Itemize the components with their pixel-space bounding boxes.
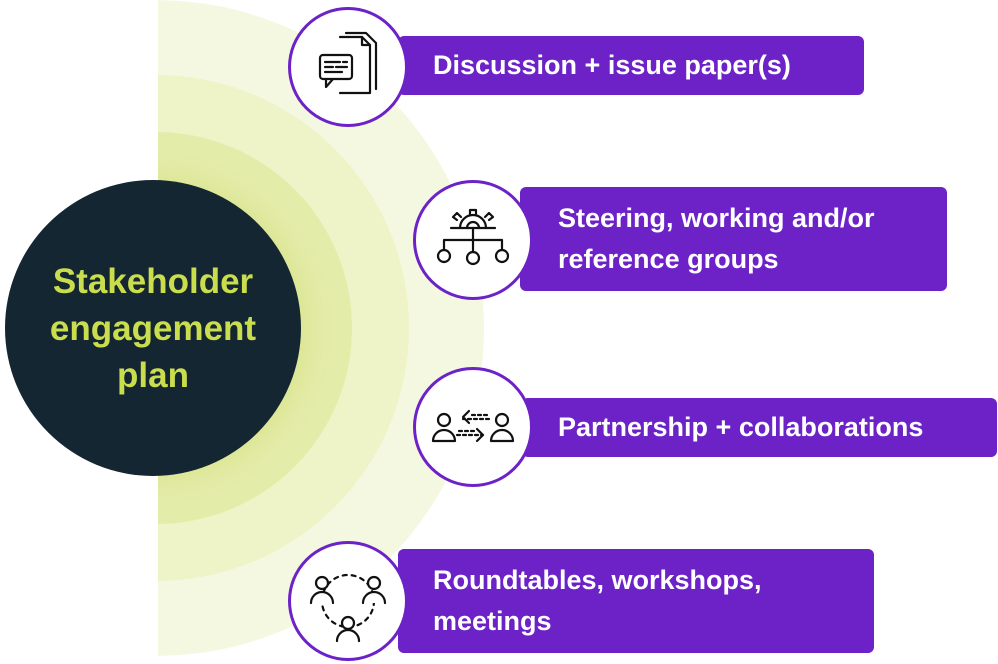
roundtable-people-icon	[309, 573, 387, 643]
item-label: Steering, working and/or reference group…	[558, 203, 875, 274]
discussion-paper-icon	[318, 31, 378, 95]
partnership-arrows-icon	[431, 409, 515, 443]
item-label: Discussion + issue paper(s)	[433, 50, 791, 80]
item-pill: Roundtables, workshops, meetings	[398, 549, 874, 653]
hub-title: Stakeholder engagement plan	[49, 261, 257, 395]
org-chart-gear-icon	[436, 208, 510, 266]
item-icon-circle	[413, 367, 533, 487]
item-icon-circle	[288, 541, 408, 661]
item-pill: Partnership + collaborations	[522, 398, 997, 457]
item-pill: Discussion + issue paper(s)	[398, 36, 864, 95]
item-label: Roundtables, workshops, meetings	[433, 565, 762, 636]
item-icon-circle	[288, 7, 408, 127]
item-pill: Steering, working and/or reference group…	[520, 187, 947, 291]
center-hub: Stakeholder engagement plan	[5, 180, 301, 476]
item-label: Partnership + collaborations	[558, 412, 924, 442]
item-icon-circle	[413, 180, 533, 300]
